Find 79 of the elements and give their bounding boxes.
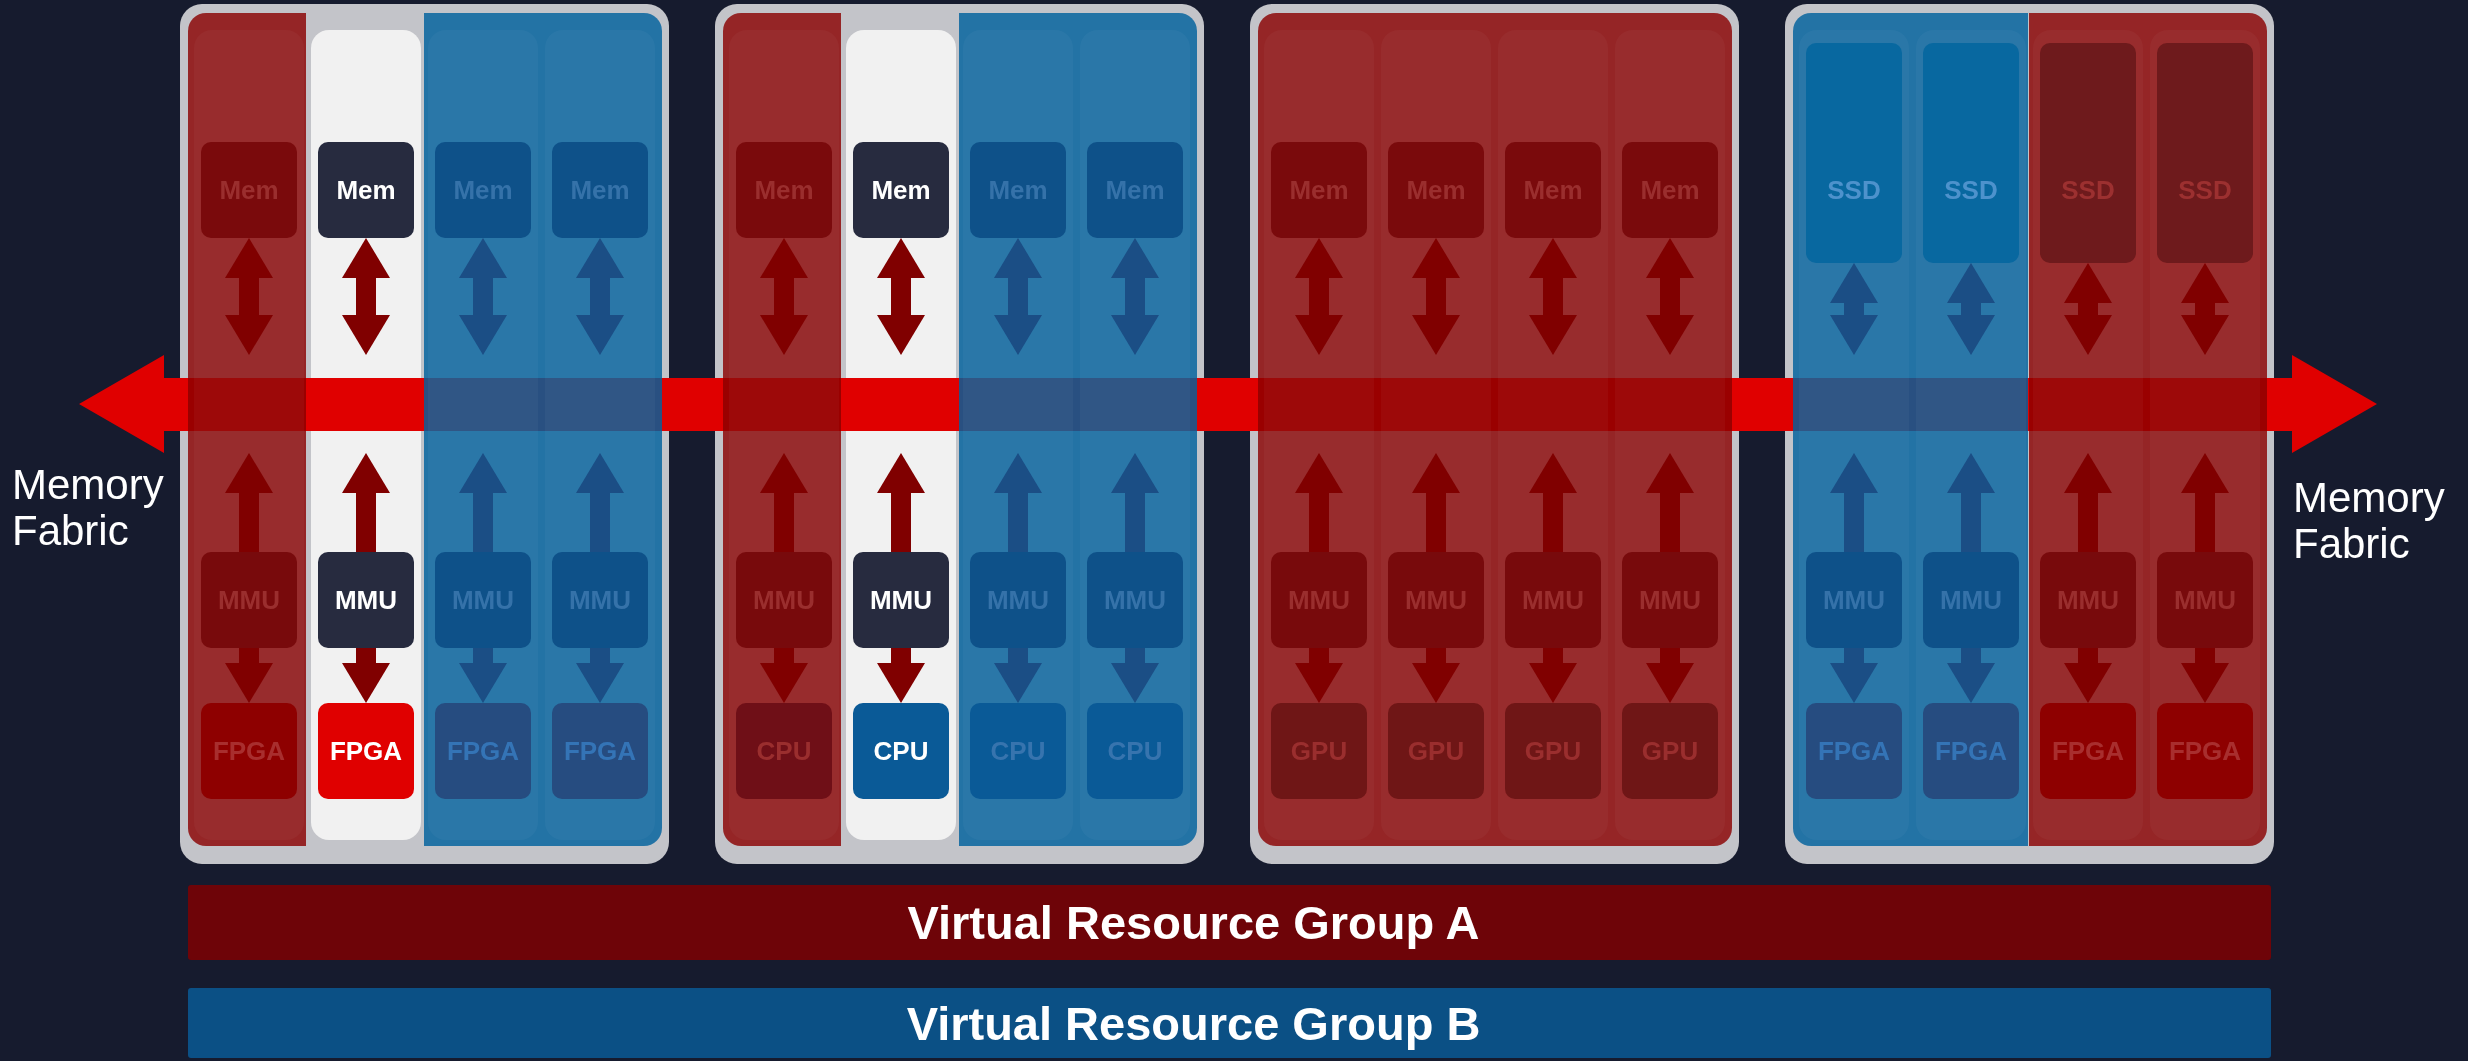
cpu-box: CPU [853,703,949,799]
group-highlight-panel [1793,13,2028,846]
fpga-box: FPGA [318,703,414,799]
double-arrow [760,238,808,355]
arrow [1295,453,1343,552]
arrow [1412,453,1460,552]
double-arrow [1295,238,1343,355]
arrow [342,648,390,703]
arrow [2064,648,2112,703]
arrow [459,453,507,552]
double-arrow [877,238,925,355]
arrow [1529,453,1577,552]
double-arrow [2181,263,2229,355]
slot-column [2150,30,2260,840]
arrow [1830,648,1878,703]
arrow [1295,648,1343,703]
arrow [760,648,808,703]
arrow [1947,648,1995,703]
chassis-panel [1785,4,2274,864]
memory-box: Mem [853,142,949,238]
arrow [1947,453,1995,552]
double-arrow [1412,238,1460,355]
arrow [1646,648,1694,703]
double-arrow [1830,263,1878,355]
double-arrow [342,238,390,355]
arrow [576,453,624,552]
arrow [760,453,808,552]
double-arrow [1111,238,1159,355]
ssd-box: SSD [1806,43,1902,263]
arrow [2181,453,2229,552]
double-arrow [459,238,507,355]
slot-column [428,30,538,840]
arrow [877,453,925,552]
double-arrow [1529,238,1577,355]
chassis-panel [715,4,1204,864]
fabric-label: Memory Fabric [12,462,165,554]
arrow [576,648,624,703]
double-arrow [576,238,624,355]
slot-column [545,30,655,840]
arrow [994,453,1042,552]
arrow [1830,453,1878,552]
double-arrow [2064,263,2112,355]
double-arrow [994,238,1042,355]
memory-box: Mem [318,142,414,238]
arrow [1111,648,1159,703]
fabric-label: Memory Fabric [2293,475,2446,567]
arrow [994,648,1042,703]
arrow [1111,453,1159,552]
double-arrow [1947,263,1995,355]
arrow [225,453,273,552]
mmu-box: MMU [853,552,949,648]
ssd-box: SSD [1923,43,2019,263]
slot-column [1498,30,1608,840]
chassis-panel [180,4,669,864]
arrow [342,453,390,552]
group-banner: Virtual Resource Group A [188,885,2271,960]
arrow [1529,648,1577,703]
arrow [459,648,507,703]
group-highlight-panel [424,13,662,846]
slot-column [1264,30,1374,840]
slot-column [1080,30,1190,840]
arrow [2181,648,2229,703]
slot-column [1916,30,2026,840]
arrow [225,648,273,703]
slot-column [963,30,1073,840]
arrow [1646,453,1694,552]
arrow [877,648,925,703]
group-banner: Virtual Resource Group B [188,988,2271,1058]
slot-column [1799,30,1909,840]
mmu-box: MMU [318,552,414,648]
double-arrow [1646,238,1694,355]
arrow [2064,453,2112,552]
group-highlight-panel [959,13,1197,846]
slot-column [1615,30,1725,840]
double-arrow [225,238,273,355]
group-highlight-panel [2029,13,2267,846]
arrow [1412,648,1460,703]
slot-column [1381,30,1491,840]
slot-column [2033,30,2143,840]
